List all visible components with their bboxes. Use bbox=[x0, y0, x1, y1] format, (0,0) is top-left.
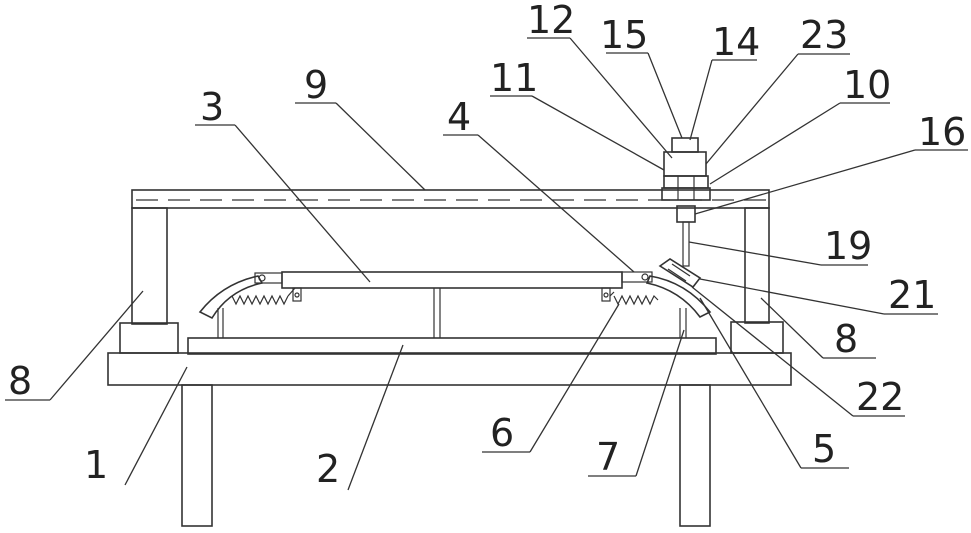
right-leg bbox=[680, 385, 710, 526]
right-column bbox=[745, 208, 769, 323]
motor-cap bbox=[672, 138, 698, 152]
left-bracket-pin bbox=[295, 293, 299, 297]
vertical-rod bbox=[683, 222, 689, 266]
callout-14: 14 bbox=[712, 20, 760, 64]
callout-12: 12 bbox=[527, 0, 575, 42]
leader-23b bbox=[706, 54, 798, 164]
callout-9: 9 bbox=[304, 63, 328, 107]
leader-19b bbox=[689, 242, 821, 265]
press-block-slot-b bbox=[668, 269, 686, 281]
callout-8-right: 8 bbox=[834, 317, 858, 361]
left-spring bbox=[232, 296, 288, 304]
right-spring bbox=[614, 296, 658, 304]
leader-15b bbox=[648, 53, 682, 138]
leader-21b bbox=[700, 279, 884, 314]
callout-8-left: 8 bbox=[8, 359, 32, 403]
leader-7b bbox=[636, 330, 684, 476]
leader-6b bbox=[530, 304, 619, 452]
right-joint-pin bbox=[642, 274, 648, 280]
left-curved-arm bbox=[200, 276, 262, 318]
press-block bbox=[660, 259, 700, 287]
left-column bbox=[132, 208, 167, 324]
right-column-foot bbox=[731, 322, 783, 353]
base-table bbox=[108, 353, 791, 385]
callout-21: 21 bbox=[888, 273, 936, 317]
callout-4: 4 bbox=[447, 95, 471, 139]
leader-11b bbox=[532, 96, 664, 170]
callout-11: 11 bbox=[490, 56, 538, 100]
horizontal-rod bbox=[282, 272, 622, 288]
right-bracket bbox=[602, 288, 610, 301]
leader-9b bbox=[336, 103, 425, 190]
callout-10: 10 bbox=[843, 63, 891, 107]
leader-8-leftb bbox=[50, 291, 143, 400]
carriage-lower-block bbox=[664, 176, 708, 188]
left-spring-hook bbox=[288, 288, 295, 296]
leader-2 bbox=[348, 345, 403, 490]
callout-22: 22 bbox=[856, 375, 904, 419]
callout-19: 19 bbox=[824, 224, 872, 268]
left-bracket bbox=[293, 288, 301, 301]
top-beam bbox=[132, 190, 769, 208]
callout-2: 2 bbox=[316, 447, 340, 491]
leader-3b bbox=[235, 125, 370, 282]
callout-16: 16 bbox=[918, 110, 966, 154]
callout-5: 5 bbox=[812, 427, 836, 471]
leader-14b bbox=[690, 60, 712, 140]
work-plate bbox=[188, 338, 716, 354]
right-curved-arm bbox=[647, 276, 710, 317]
callout-7: 7 bbox=[596, 435, 620, 479]
leader-4b bbox=[478, 135, 634, 272]
leader-16b bbox=[695, 150, 915, 214]
callout-3: 3 bbox=[200, 85, 224, 129]
callout-1: 1 bbox=[84, 443, 108, 487]
leader-10b bbox=[710, 103, 840, 184]
callout-23: 23 bbox=[800, 13, 848, 57]
left-column-foot bbox=[120, 323, 178, 353]
callout-6: 6 bbox=[490, 411, 514, 455]
right-bracket-pin bbox=[604, 293, 608, 297]
left-leg bbox=[182, 385, 212, 526]
callout-15: 15 bbox=[600, 13, 648, 57]
